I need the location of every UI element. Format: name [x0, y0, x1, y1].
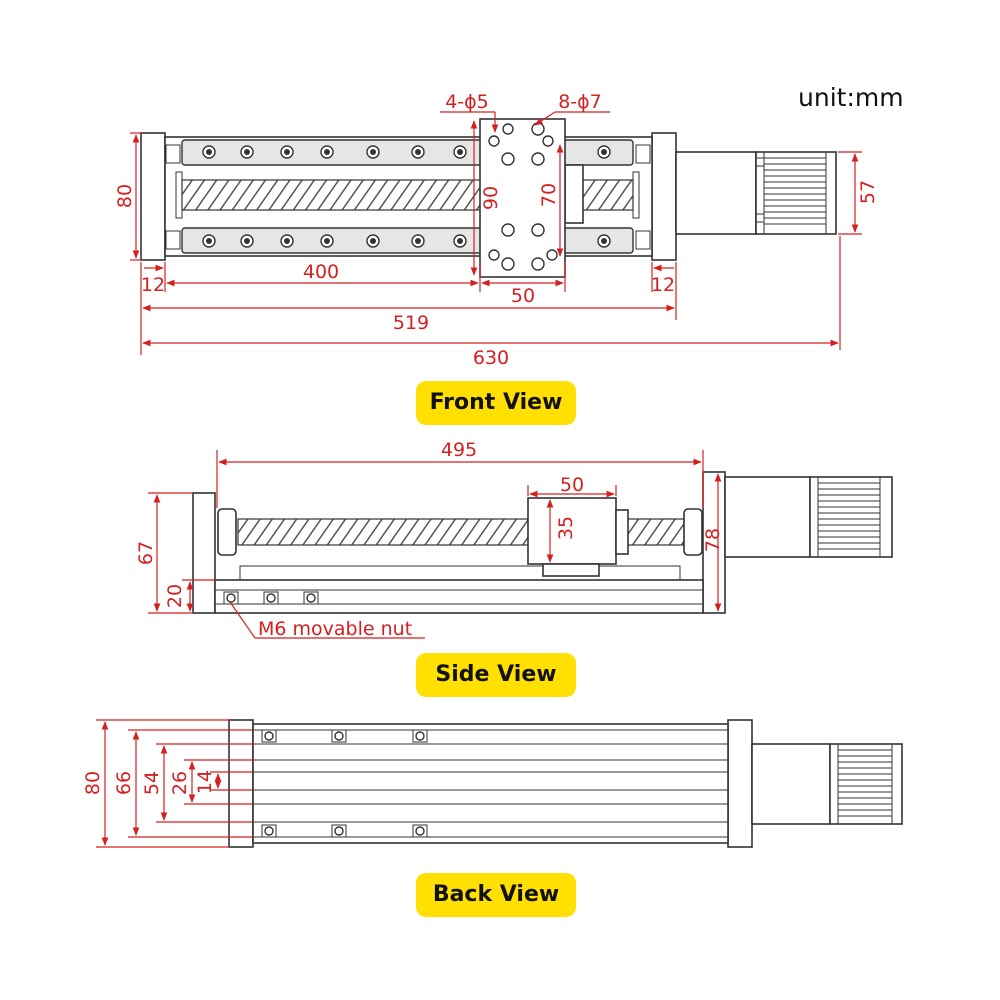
side-base-profile	[214, 579, 704, 614]
back-view-dimension-text: 80 66 54 26 14	[82, 770, 216, 795]
side-motor-coupler	[724, 476, 811, 558]
callout-small-holes: 4-ϕ5	[445, 91, 489, 113]
back-motor	[829, 743, 903, 825]
dim-back-26: 26	[169, 771, 191, 795]
front-bearing-right-bottom	[635, 230, 651, 250]
dim-front-519: 519	[393, 312, 429, 334]
front-right-end-plate	[651, 132, 677, 261]
dim-side-35: 35	[555, 516, 577, 540]
back-motor-fins	[837, 744, 893, 824]
back-view-dimension-lines	[96, 719, 253, 848]
dim-front-57: 57	[857, 180, 879, 204]
dim-side-50: 50	[560, 474, 584, 496]
side-view-label: Side View	[416, 653, 576, 697]
side-bearing-right	[683, 508, 703, 556]
front-screw-nut	[564, 164, 584, 224]
back-right-end-plate	[727, 719, 753, 848]
back-motor-coupler	[751, 743, 831, 825]
front-bearing-left-bottom	[165, 230, 181, 250]
back-view-drawing	[228, 719, 903, 848]
dim-front-80: 80	[114, 184, 136, 208]
front-bearing-left-top	[165, 144, 181, 164]
front-bearing-right-top	[635, 144, 651, 164]
side-view-dimension-lines	[148, 450, 722, 639]
back-nut-holes	[261, 729, 428, 838]
side-bearing-left	[217, 508, 237, 556]
side-slider-nut	[615, 509, 629, 555]
dim-front-630: 630	[473, 347, 509, 369]
dim-front-70: 70	[538, 183, 560, 207]
front-view-drawing	[140, 118, 837, 278]
front-view-dimension-lines	[130, 111, 862, 355]
side-rail	[239, 565, 681, 581]
front-view-label: Front View	[416, 381, 576, 425]
unit-label: unit:mm	[798, 83, 904, 112]
dim-back-80: 80	[82, 771, 104, 795]
dim-side-20: 20	[164, 584, 186, 608]
callout-m6-movable-nut: M6 movable nut	[258, 618, 412, 640]
front-view-dimension-text: 80 90 70 12 400 50 12 519 630 57 4-ϕ5 8-…	[114, 91, 879, 369]
dim-back-66: 66	[113, 771, 135, 795]
side-motor	[809, 476, 893, 558]
front-motor-coupler	[675, 151, 757, 235]
dim-front-12-left: 12	[141, 274, 165, 296]
front-rail-holes	[202, 145, 611, 248]
dim-side-495: 495	[441, 439, 477, 461]
dim-front-90: 90	[480, 186, 502, 210]
side-motor-fins	[817, 477, 881, 557]
side-view-drawing	[192, 471, 893, 614]
dim-side-67: 67	[135, 541, 157, 565]
dim-back-54: 54	[141, 771, 163, 795]
back-view-label: Back View	[416, 873, 576, 917]
side-view-dimension-text: 495 50 35 67 20 78 M6 movable nut	[135, 439, 724, 640]
side-left-end-plate	[192, 492, 216, 614]
side-nut-holes	[223, 591, 319, 605]
dim-back-14: 14	[194, 770, 216, 794]
back-left-end-plate	[228, 719, 254, 848]
front-motor	[755, 151, 837, 235]
front-left-end-plate	[140, 132, 166, 261]
dim-front-400: 400	[303, 261, 339, 283]
dim-front-12-right: 12	[651, 274, 675, 296]
dim-side-78: 78	[702, 528, 724, 552]
dim-front-50: 50	[511, 285, 535, 307]
back-body	[252, 723, 729, 844]
callout-large-holes: 8-ϕ7	[558, 91, 602, 113]
side-slider-foot	[542, 563, 600, 577]
